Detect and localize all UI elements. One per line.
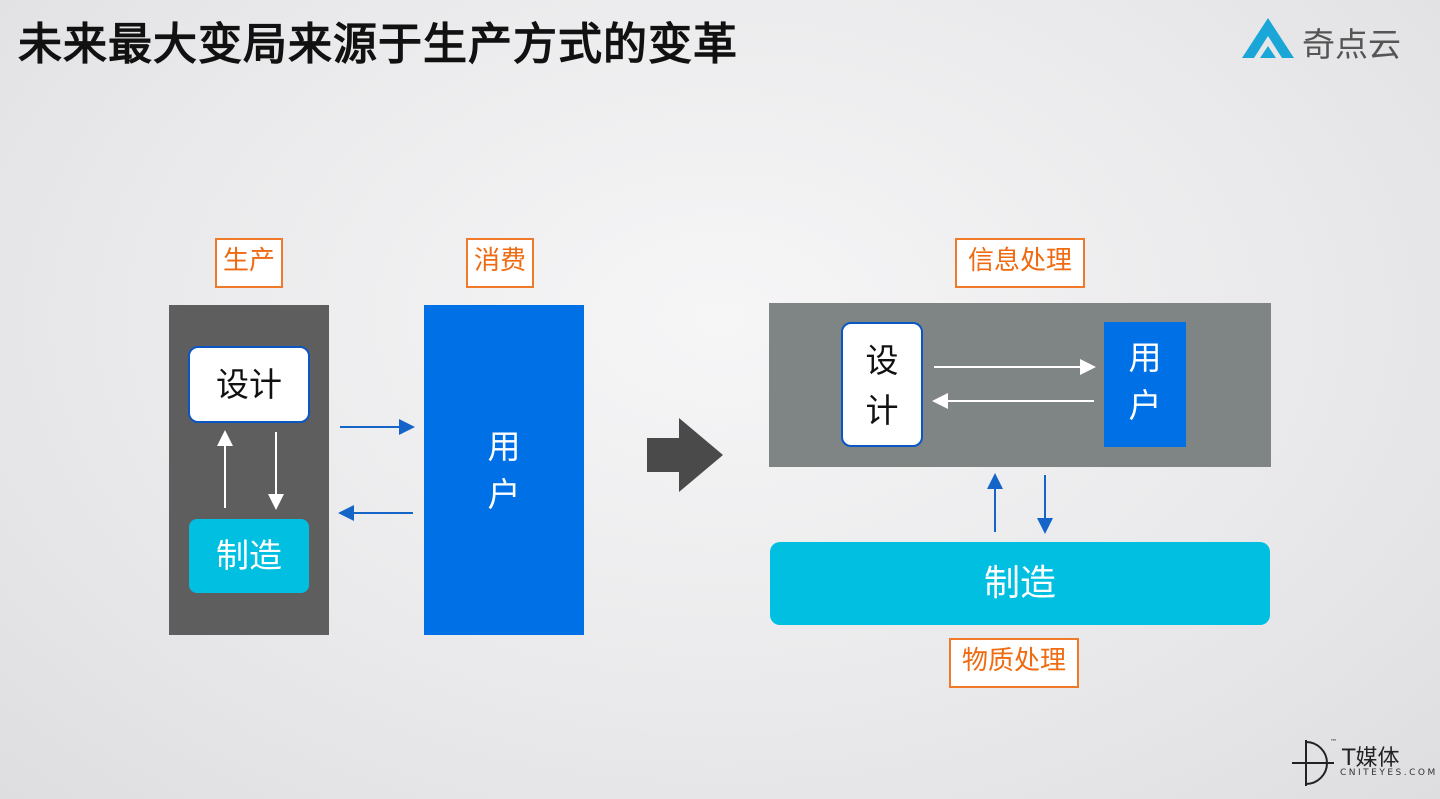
tmedia-sub: CNITEYES.COM <box>1340 768 1438 778</box>
consumption-label: 消费 <box>466 238 534 288</box>
material-processing-label: 物质处理 <box>949 638 1079 688</box>
design-text-top: 设 <box>865 341 899 380</box>
tmedia-logo: ™ T媒体 CNITEYES.COM <box>1286 738 1436 788</box>
user-card-vertical: 用 户 <box>1104 322 1186 447</box>
tmedia-name: T媒体 <box>1342 746 1400 771</box>
tmedia-tm: ™ <box>1330 738 1337 746</box>
manufacture-card: 制造 <box>189 519 309 593</box>
production-label: 生产 <box>215 238 283 288</box>
user-text-top-right: 用 <box>1128 338 1162 377</box>
transition-arrow-icon <box>647 418 723 492</box>
brand-name: 奇点云 <box>1302 25 1401 64</box>
user-text-top: 用 <box>487 427 521 466</box>
design-text-bottom: 计 <box>865 391 899 430</box>
tmedia-mark-icon <box>1292 740 1334 786</box>
page-title: 未来最大变局来源于生产方式的变革 <box>18 19 738 70</box>
user-panel: 用 户 <box>424 305 584 635</box>
design-card-vertical: 设 计 <box>841 322 923 447</box>
qidianyun-logo-icon <box>1242 18 1294 58</box>
info-processing-label: 信息处理 <box>955 238 1085 288</box>
design-card: 设计 <box>188 346 310 423</box>
user-text-bottom-right: 户 <box>1128 386 1162 425</box>
brand-logo: 奇点云 <box>1238 14 1428 64</box>
user-text-bottom: 户 <box>487 475 521 514</box>
manufacture-bar: 制造 <box>770 542 1270 625</box>
